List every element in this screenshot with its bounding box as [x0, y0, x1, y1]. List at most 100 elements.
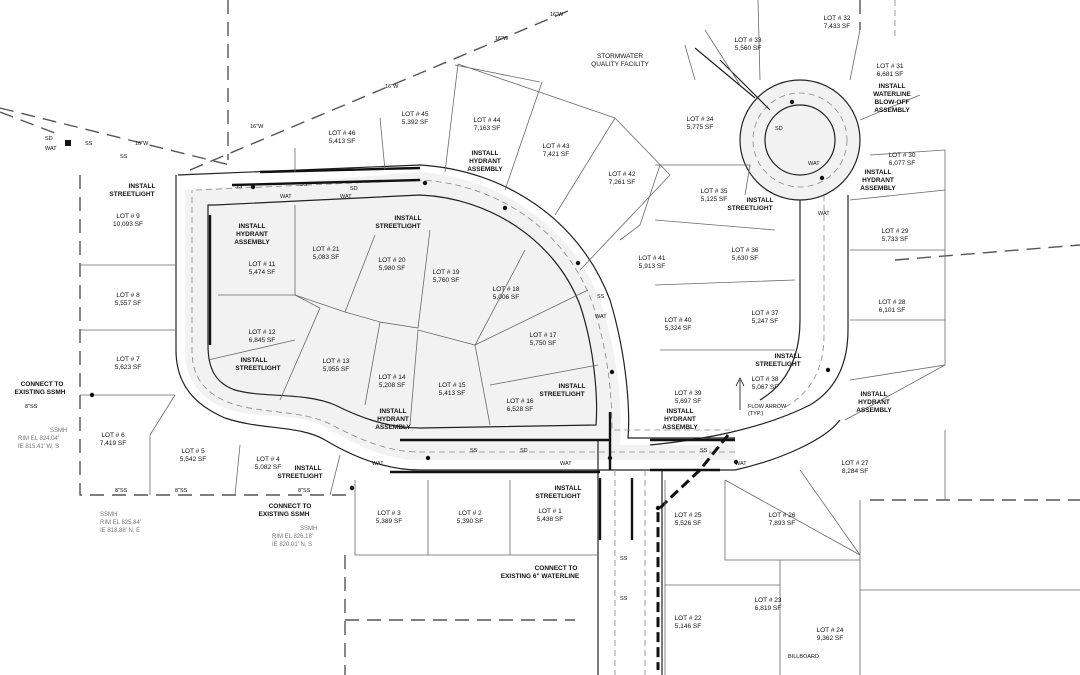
svg-text:6,101 SF: 6,101 SF	[879, 307, 905, 314]
svg-text:7,433 SF: 7,433 SF	[824, 23, 850, 30]
svg-text:5,913 SF: 5,913 SF	[639, 263, 665, 270]
svg-text:5,413 SF: 5,413 SF	[439, 390, 465, 397]
lot-14: LOT # 145,208 SF	[379, 374, 406, 389]
svg-text:LOT # 23: LOT # 23	[755, 597, 782, 604]
svg-text:INSTALL: INSTALL	[747, 197, 774, 204]
lot-27: LOT # 278,284 SF	[842, 460, 869, 475]
svg-text:ASSEMBLY: ASSEMBLY	[856, 407, 892, 414]
stormwater-facility-note: STORMWATER QUALITY FACILITY	[591, 53, 649, 68]
ss-marker: SS	[85, 141, 93, 147]
svg-text:LOT # 33: LOT # 33	[735, 37, 762, 44]
svg-text:QUALITY FACILITY: QUALITY FACILITY	[591, 61, 649, 68]
svg-text:BLOW-OFF: BLOW-OFF	[875, 99, 910, 106]
lot-23: LOT # 236,819 SF	[755, 597, 782, 612]
svg-text:HYDRANT: HYDRANT	[664, 416, 696, 423]
svg-text:5,082 SF: 5,082 SF	[255, 464, 281, 471]
svg-text:STORMWATER: STORMWATER	[597, 53, 643, 60]
svg-text:STREETLIGHT: STREETLIGHT	[109, 191, 154, 198]
svg-text:5,623 SF: 5,623 SF	[115, 364, 141, 371]
manhole-bottom: SSMH RIM EL 825.84' IE 818.88' N, E	[100, 512, 141, 534]
svg-text:5,390 SF: 5,390 SF	[457, 518, 483, 525]
svg-text:5,775 SF: 5,775 SF	[687, 124, 713, 131]
wat-marker: WAT	[340, 194, 352, 200]
lot-24: LOT # 249,362 SF	[817, 627, 844, 642]
hydrant-note-mid: INSTALL HYDRANT ASSEMBLY	[375, 408, 411, 431]
lot-34: LOT # 345,775 SF	[687, 116, 714, 131]
svg-text:INSTALL: INSTALL	[865, 169, 892, 176]
lot-32: LOT # 327,433 SF	[824, 15, 851, 30]
svg-text:LOT # 44: LOT # 44	[474, 117, 501, 124]
lot-25: LOT # 255,526 SF	[675, 512, 702, 527]
svg-text:IE 820.01' N, S: IE 820.01' N, S	[272, 542, 312, 548]
svg-text:5,955 SF: 5,955 SF	[323, 366, 349, 373]
svg-text:LOT # 46: LOT # 46	[329, 130, 356, 137]
ss-8in-marker: 8"SS	[115, 488, 128, 494]
svg-text:LOT # 38: LOT # 38	[752, 376, 779, 383]
svg-text:7,261 SF: 7,261 SF	[609, 179, 635, 186]
hydrant-note-right: INSTALL HYDRANT ASSEMBLY	[662, 408, 698, 431]
svg-text:LOT # 19: LOT # 19	[433, 269, 460, 276]
streetlight-note-w: INSTALL STREETLIGHT	[109, 183, 155, 198]
svg-text:LOT # 42: LOT # 42	[609, 171, 636, 178]
svg-text:LOT # 6: LOT # 6	[101, 432, 125, 439]
svg-text:5,474 SF: 5,474 SF	[249, 269, 275, 276]
ss-8in-marker: 8"SS	[175, 488, 188, 494]
svg-text:LOT # 30: LOT # 30	[889, 152, 916, 159]
streetlight-note-sw: INSTALL STREETLIGHT	[235, 357, 280, 372]
ss-marker: SS	[470, 448, 478, 454]
svg-text:5,006 SF: 5,006 SF	[493, 294, 519, 301]
lot-45: LOT # 455,392 SF	[402, 111, 429, 126]
svg-text:LOT # 24: LOT # 24	[817, 627, 844, 634]
lot-36: LOT # 365,630 SF	[732, 247, 759, 262]
hydrant-note-top: INSTALL HYDRANT ASSEMBLY	[467, 150, 503, 173]
streetlight-note-south-entry: INSTALL STREETLIGHT	[535, 485, 581, 500]
svg-text:IE 818.88' N, E: IE 818.88' N, E	[100, 528, 140, 534]
svg-text:7,419 SF: 7,419 SF	[100, 440, 126, 447]
wat-marker: WAT	[735, 461, 747, 467]
wat-marker: WAT	[372, 461, 384, 467]
svg-text:6,077 SF: 6,077 SF	[889, 160, 915, 167]
lot-1: LOT # 15,438 SF	[537, 508, 563, 523]
lot-4: LOT # 45,082 SF	[255, 456, 281, 471]
svg-text:7,421 SF: 7,421 SF	[543, 151, 569, 158]
lot-40: LOT # 405,324 SF	[665, 317, 692, 332]
lot-16: LOT # 166,528 SF	[507, 398, 534, 413]
lot-46: LOT # 465,413 SF	[329, 130, 356, 145]
svg-text:ASSEMBLY: ASSEMBLY	[860, 185, 896, 192]
lot-12: LOT # 126,845 SF	[249, 329, 276, 344]
ss-marker: SS	[300, 182, 308, 188]
svg-text:LOT # 12: LOT # 12	[249, 329, 276, 336]
flow-arrow-note: FLOW ARROW (TYP.)	[735, 377, 787, 417]
svg-text:LOT # 28: LOT # 28	[879, 299, 906, 306]
svg-text:LOT # 34: LOT # 34	[687, 116, 714, 123]
lot-19: LOT # 195,760 SF	[433, 269, 460, 284]
lot-26: LOT # 267,893 SF	[769, 512, 796, 527]
streetlight-note-n: INSTALL STREETLIGHT	[375, 215, 421, 230]
lot-31: LOT # 316,681 SF	[877, 63, 904, 78]
svg-text:STREETLIGHT: STREETLIGHT	[277, 473, 322, 480]
lot-20: LOT # 205,980 SF	[379, 257, 406, 272]
svg-text:5,389 SF: 5,389 SF	[376, 518, 402, 525]
ss-8in-marker: 8"SS	[298, 488, 311, 494]
ss-marker: SS	[120, 154, 128, 160]
svg-text:LOT # 14: LOT # 14	[379, 374, 406, 381]
lot-2: LOT # 25,390 SF	[457, 510, 483, 525]
wat-marker: WAT	[818, 211, 830, 217]
svg-text:EXISTING 6" WATERLINE: EXISTING 6" WATERLINE	[501, 573, 580, 580]
svg-text:SSMH: SSMH	[100, 512, 117, 518]
ss-8in-marker: 8"SS	[25, 404, 38, 410]
svg-text:INSTALL: INSTALL	[239, 223, 266, 230]
lot-5: LOT # 55,542 SF	[180, 448, 206, 463]
svg-text:LOT # 5: LOT # 5	[181, 448, 205, 455]
svg-text:LOT # 37: LOT # 37	[752, 310, 779, 317]
svg-text:STREETLIGHT: STREETLIGHT	[535, 493, 580, 500]
svg-text:INSTALL: INSTALL	[861, 391, 888, 398]
svg-text:LOT # 41: LOT # 41	[639, 255, 666, 262]
svg-text:FLOW ARROW: FLOW ARROW	[748, 404, 787, 410]
wat-marker: WAT	[560, 461, 572, 467]
ss-marker: SS	[235, 184, 243, 190]
utility-lines	[208, 166, 735, 540]
svg-text:6,681 SF: 6,681 SF	[877, 71, 903, 78]
water-16in-marker: 16"W	[250, 124, 264, 130]
water-16in-marker: 16"W	[495, 36, 509, 42]
